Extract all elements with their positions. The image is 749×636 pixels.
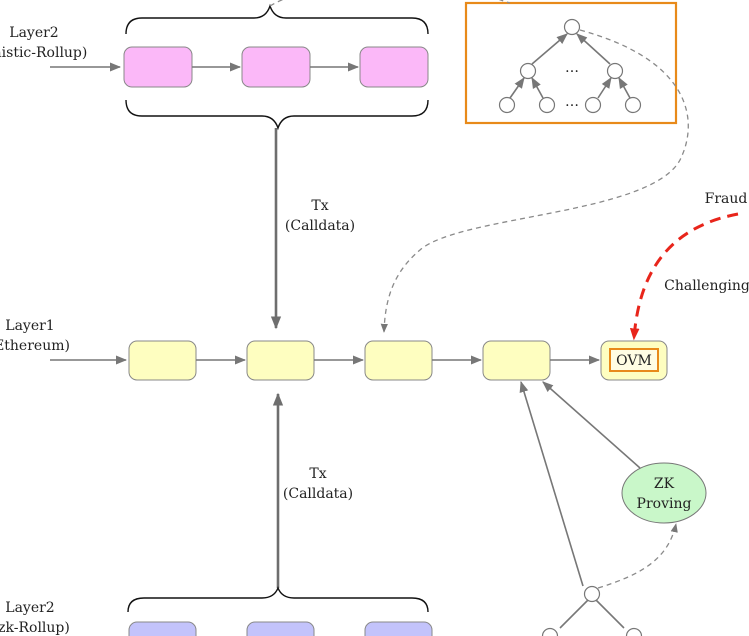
tree-box-dashed-link bbox=[498, 0, 511, 4]
layer1-label-line2: Ethereum) bbox=[0, 338, 70, 354]
tree-ellipsis-top: … bbox=[565, 60, 579, 76]
layer2-zk-label-line1: Layer2 bbox=[5, 600, 54, 616]
zk-tree-to-proving-dashed-arrow bbox=[597, 523, 678, 589]
tree-inner-node-left bbox=[519, 62, 537, 80]
tree-ellipsis-bottom: … bbox=[565, 94, 579, 110]
optimistic-block-2 bbox=[241, 46, 311, 88]
ovm-label: OVM bbox=[616, 353, 652, 369]
challenging-label: Challenging bbox=[664, 278, 749, 294]
tx-upper-label-line2: (Calldata) bbox=[285, 218, 355, 234]
tree-inner-node-right bbox=[606, 62, 624, 80]
state-tree-top bbox=[498, 18, 642, 114]
fraud-challenge-arrow bbox=[629, 212, 739, 341]
layer1-block-4 bbox=[482, 340, 551, 381]
layer2-zk-label-line2: zk-Rollup) bbox=[0, 620, 70, 636]
tx-lower-label-line2: (Calldata) bbox=[283, 486, 353, 502]
zk-proving-node bbox=[621, 462, 707, 524]
fraud-label: Fraud bbox=[705, 191, 748, 207]
optimistic-block-3 bbox=[359, 46, 429, 88]
layer2-optimistic-label-line2: nistic-Rollup) bbox=[0, 45, 87, 61]
tree-leaf-node-4 bbox=[624, 96, 642, 114]
optimistic-brace-dashed-link bbox=[269, 0, 284, 7]
zk-block-3 bbox=[364, 621, 433, 636]
zk-block-1 bbox=[128, 621, 197, 636]
tx-lower-label-line1: Tx bbox=[309, 466, 326, 482]
zk-proving-label-line2: Proving bbox=[637, 496, 692, 512]
zk-tree-node-right bbox=[625, 627, 643, 636]
zk-state-tree bbox=[541, 585, 643, 636]
zk-tree-root-node bbox=[583, 585, 601, 603]
optimistic-top-brace bbox=[125, 3, 429, 35]
zk-proving-label-line1: ZK bbox=[654, 476, 675, 492]
layer1-block-2 bbox=[246, 340, 315, 381]
optimistic-block-1 bbox=[123, 46, 193, 88]
zk-top-brace bbox=[127, 586, 429, 613]
layer2-optimistic-label-line1: Layer2 bbox=[9, 25, 58, 41]
state-commit-dashed-arrow bbox=[380, 29, 689, 333]
tx-upper-label-line1: Tx bbox=[311, 198, 328, 214]
tree-root-node bbox=[563, 18, 581, 36]
tree-leaf-node-1 bbox=[498, 96, 516, 114]
zk-tree-node-left bbox=[541, 627, 559, 636]
layer1-block-3 bbox=[364, 340, 433, 381]
zk-block-2 bbox=[246, 621, 315, 636]
ovm-box bbox=[609, 348, 659, 372]
zk-proof-to-layer1-arrow bbox=[542, 381, 641, 469]
tree-leaf-node-2 bbox=[538, 96, 556, 114]
tree-leaf-node-3 bbox=[584, 96, 602, 114]
layer1-block-1 bbox=[128, 340, 197, 381]
layer1-label-line1: Layer1 bbox=[5, 318, 54, 334]
zk-tree-to-layer1-arrow bbox=[519, 380, 584, 587]
optimistic-bottom-brace bbox=[125, 99, 429, 131]
state-tree-box bbox=[464, 1, 678, 125]
